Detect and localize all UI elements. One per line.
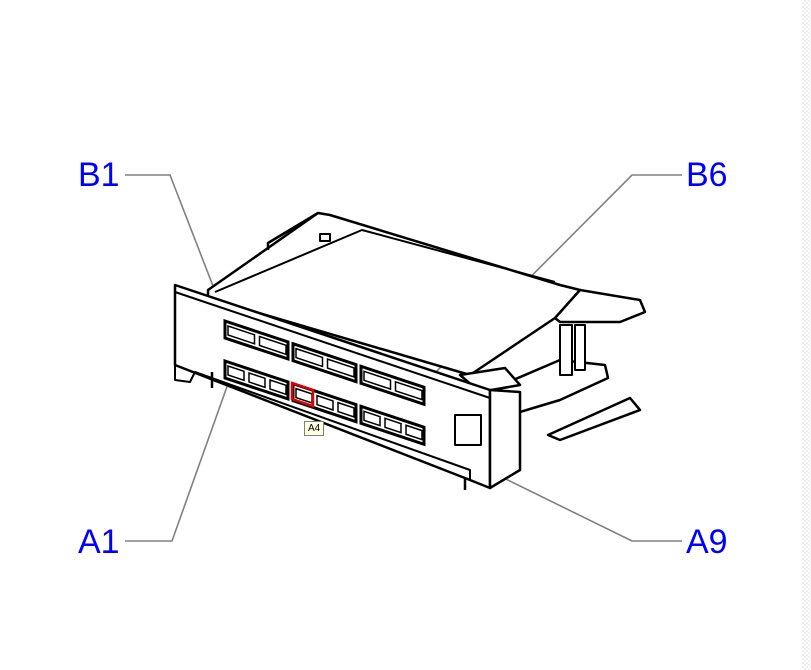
contact-cavity bbox=[258, 335, 287, 356]
tooltip-a4: A4 bbox=[304, 421, 325, 436]
contact-cavity bbox=[326, 358, 355, 378]
contact-cavity bbox=[337, 401, 355, 418]
leader-b1 bbox=[125, 174, 233, 336]
contact-cavity bbox=[316, 394, 334, 412]
contact-cavity bbox=[405, 424, 423, 441]
connector-body bbox=[173, 211, 647, 490]
contact-cavity bbox=[227, 324, 256, 345]
contact-cavity bbox=[248, 371, 266, 389]
contact-cavity bbox=[295, 347, 324, 368]
contact-cavity bbox=[227, 364, 245, 382]
callout-b1: B1 bbox=[78, 156, 120, 194]
callout-a9: A9 bbox=[686, 523, 728, 561]
contact-cavity bbox=[269, 378, 287, 396]
contact-cavity bbox=[384, 417, 402, 434]
leader-a1 bbox=[125, 380, 230, 542]
contact-a4-highlight bbox=[290, 381, 315, 408]
callout-b6: B6 bbox=[686, 156, 728, 194]
contact-cavity bbox=[394, 380, 423, 401]
scrollbar-edge[interactable] bbox=[802, 0, 811, 670]
callout-a1: A1 bbox=[78, 523, 120, 561]
contact-cavity bbox=[363, 370, 392, 391]
contact-cavity bbox=[363, 410, 381, 427]
